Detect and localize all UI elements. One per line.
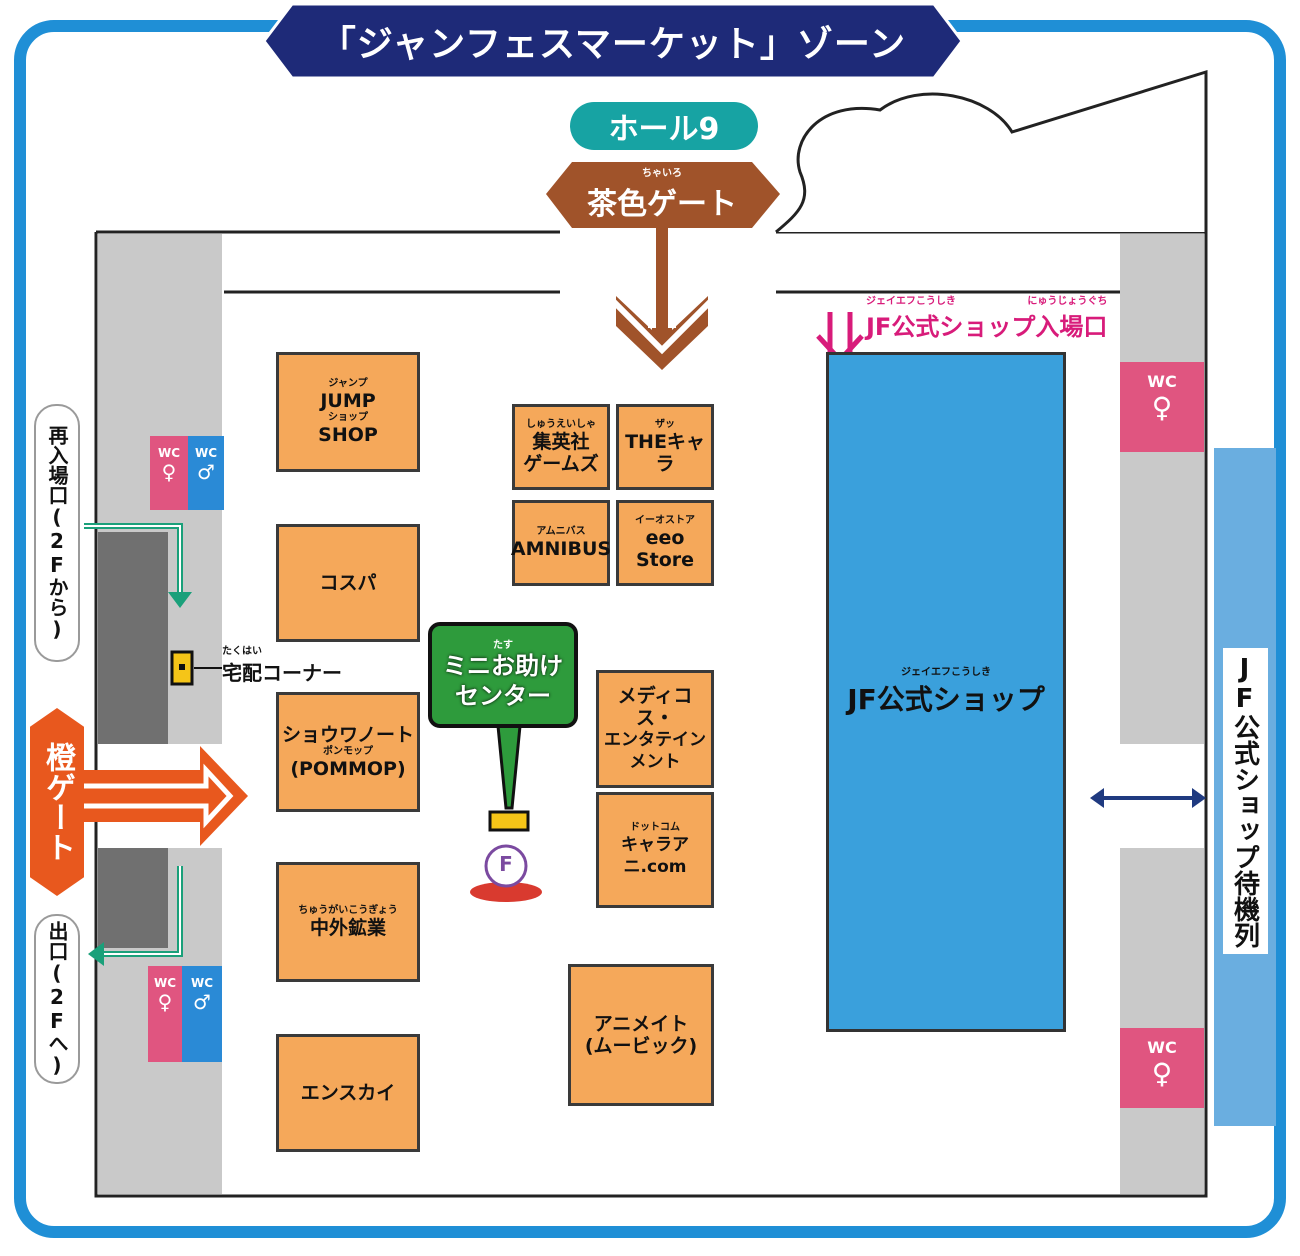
jf-entrance-ruby-right: にゅうじょうぐち	[1027, 296, 1108, 307]
help-line1: ミニお助け	[443, 651, 563, 680]
booth-ruby: イーオストア	[635, 515, 695, 526]
booth-name: アニメイト	[593, 1013, 689, 1035]
booth-name: (POMMOP)	[290, 758, 406, 780]
booth-jump-shop: ジャンプ JUMP ショップ SHOP	[276, 352, 420, 472]
booth-name: 集英社	[532, 431, 590, 453]
booth-ruby: ザッ	[655, 419, 675, 430]
wc-label: WC	[190, 976, 214, 990]
booth-ruby: アムニバス	[536, 526, 586, 537]
brown-gate-ruby: ちゃいろ	[642, 167, 682, 179]
delivery-ruby: たくはい	[222, 646, 262, 657]
mini-help-center: たす ミニお助け センター	[428, 622, 578, 728]
booth-chara-ani: ドットコム キャラアニ.com	[596, 792, 714, 908]
female-icon: ♀	[1151, 1057, 1173, 1090]
booth-shouwa-note: ショウワノート ポンモップ (POMMOP)	[276, 692, 420, 812]
booth-name: キャラアニ.com	[621, 835, 689, 877]
booth-the-chara: ザッ THEキャラ	[616, 404, 714, 490]
help-ruby: たす	[493, 639, 513, 651]
orange-gate: 橙ゲート	[30, 708, 84, 896]
booth-name: THEキャラ	[625, 431, 705, 475]
wc-label: WC	[157, 446, 181, 460]
booth-name: eeo Store	[635, 527, 695, 571]
female-icon: ♀	[1151, 391, 1173, 424]
brown-gate-label: 茶色ゲート	[587, 186, 737, 222]
booth-ruby: ショップ	[328, 412, 368, 423]
booth-name: (ムービック)	[584, 1035, 698, 1057]
female-icon: ♀	[161, 460, 177, 484]
jf-entrance: ジェイエフこうしき にゅうじょうぐち JF公式ショップ入場口	[866, 296, 1108, 341]
help-line2: センター	[455, 681, 551, 710]
wc-label: WC	[153, 976, 177, 990]
booth-name: SHOP	[318, 424, 378, 446]
booth-enskai: エンスカイ	[276, 1034, 420, 1152]
wc-label: WC	[194, 446, 218, 460]
female-icon: ♀	[157, 990, 173, 1014]
exit-sub: (2Fへ)	[45, 961, 69, 1077]
zone-title: 「ジャンフェスマーケット」ゾーン	[319, 24, 907, 65]
wc-women-left-top: WC ♀	[150, 436, 188, 510]
booth-chugai-kogyo: ちゅうがいこうぎょう 中外鉱業	[276, 862, 420, 982]
wc-women-left-bottom: WC ♀	[148, 966, 182, 1062]
booth-name: エンスカイ	[300, 1082, 396, 1104]
booth-amnibus: アムニバス AMNIBUS	[510, 500, 612, 586]
booth-name: ショウワノート	[281, 724, 415, 746]
jf-official-shop: ジェイエフこうしき JF公式ショップ	[826, 352, 1066, 1032]
booth-animate: アニメイト (ムービック)	[568, 964, 714, 1106]
exit-pill: 出口 (2Fへ)	[34, 914, 80, 1084]
wc-men-left-top: WC ♂	[188, 436, 224, 510]
male-icon: ♂	[197, 460, 215, 484]
reentry-label: 再入場口	[45, 425, 69, 505]
reentry-pill: 再入場口 (2Fから)	[34, 404, 80, 662]
booth-ruby: しゅうえいしゃ	[526, 419, 596, 430]
booth-eeo-store: イーオストア eeo Store	[616, 500, 714, 586]
wc-label: WC	[1147, 372, 1177, 391]
jf-shop-ruby: ジェイエフこうしき	[901, 666, 991, 678]
exit-label: 出口	[45, 921, 69, 961]
brown-gate: ちゃいろ 茶色ゲート	[548, 160, 776, 230]
queue-label: JF公式ショップ待機列	[1222, 648, 1268, 954]
booth-medicos: メディコス・ エンタテインメント	[596, 670, 714, 788]
wc-men-left-bottom: WC ♂	[182, 966, 222, 1062]
booth-name: ゲームズ	[523, 453, 599, 475]
title-banner	[262, 2, 964, 80]
booth-name: AMNIBUS	[510, 538, 612, 560]
jf-entrance-label: JF公式ショップ入場口	[866, 313, 1108, 341]
booth-shueisha-games: しゅうえいしゃ 集英社 ゲームズ	[512, 404, 610, 490]
jf-shop-label: JF公式ショップ	[847, 682, 1045, 716]
booth-ruby: ポンモップ	[323, 746, 373, 757]
booth-cospa: コスパ	[276, 524, 420, 642]
reentry-sub: (2Fから)	[45, 505, 69, 641]
booth-name: エンタテインメント	[604, 730, 706, 772]
delivery-corner: たくはい 宅配コーナー	[222, 646, 342, 686]
jf-shop-queue: JF公式ショップ待機列	[1214, 448, 1276, 1126]
delivery-label: 宅配コーナー	[222, 661, 342, 685]
wc-label: WC	[1147, 1038, 1177, 1057]
jf-entrance-ruby-left: ジェイエフこうしき	[866, 296, 956, 307]
booth-name: 中外鉱業	[309, 917, 386, 939]
hall-label: ホール9	[570, 102, 758, 150]
booth-name: メディコス・	[617, 685, 693, 729]
booth-name: JUMP	[320, 390, 376, 412]
wc-women-top-right: WC ♀	[1120, 362, 1204, 452]
booth-ruby: ドットコム	[630, 822, 680, 833]
orange-gate-label: 橙ゲート	[40, 742, 75, 862]
wc-women-bottom-right: WC ♀	[1120, 1028, 1204, 1108]
first-aid-icon: F	[499, 852, 513, 876]
booth-ruby: ちゅうがいこうぎょう	[298, 905, 398, 916]
booth-name: コスパ	[319, 572, 377, 594]
male-icon: ♂	[193, 990, 211, 1014]
booth-ruby: ジャンプ	[328, 378, 368, 389]
